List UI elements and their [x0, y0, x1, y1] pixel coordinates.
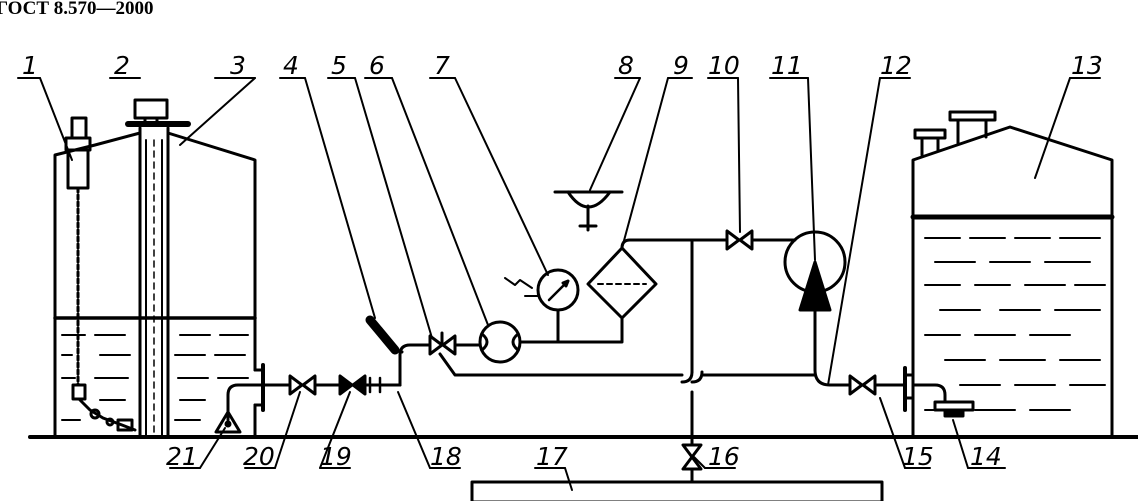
pump	[783, 230, 852, 387]
filter	[586, 246, 658, 320]
float-level-sensor	[64, 116, 137, 432]
right-outlet-sensor	[911, 383, 975, 418]
valve-5	[428, 331, 482, 356]
label-18: 18	[430, 442, 462, 471]
pressure-gauge	[504, 268, 580, 344]
level-gauge	[125, 98, 191, 439]
pump-symbol	[214, 410, 242, 434]
pipeline-to-filter	[558, 316, 624, 344]
document-header: ГОСТ 8.570—2000	[0, 0, 154, 19]
valve-15	[848, 374, 907, 396]
inlet-pipeline	[226, 343, 432, 422]
label-13: 13	[1071, 51, 1103, 80]
label-9: 9	[673, 51, 689, 80]
valve-20	[288, 374, 317, 396]
label-19: 19	[320, 442, 352, 471]
return-line	[438, 352, 817, 377]
label-2: 2	[114, 51, 130, 80]
label-14: 14	[970, 442, 1002, 471]
label-7: 7	[434, 51, 450, 80]
label-15: 15	[902, 442, 934, 471]
label-8: 8	[618, 51, 634, 80]
label-5: 5	[331, 51, 347, 80]
valve-10	[725, 229, 754, 251]
label-20: 20	[243, 442, 275, 471]
label-16: 16	[708, 442, 740, 471]
label-11: 11	[771, 51, 803, 80]
drain-trench	[470, 480, 884, 501]
leader-lines	[17, 77, 1101, 491]
label-12: 12	[880, 51, 912, 80]
label-17: 17	[536, 442, 568, 471]
label-10: 10	[708, 51, 740, 80]
component-labels: 1 2 3 4 5 6 7 8 9 10 11 12 13 14 15 16 1…	[22, 51, 1103, 471]
label-21: 21	[166, 442, 198, 471]
left-tank-outlet	[253, 363, 265, 412]
thermometer	[365, 315, 404, 355]
thermometer-8	[553, 190, 624, 232]
valve-19	[338, 374, 367, 396]
flowmeter	[478, 320, 562, 364]
label-4: 4	[283, 51, 299, 80]
drain-valve	[681, 443, 703, 484]
right-tank	[903, 110, 1115, 439]
label-3: 3	[230, 51, 246, 80]
label-1: 1	[22, 51, 38, 80]
main-line	[620, 238, 797, 447]
label-6: 6	[369, 51, 385, 80]
